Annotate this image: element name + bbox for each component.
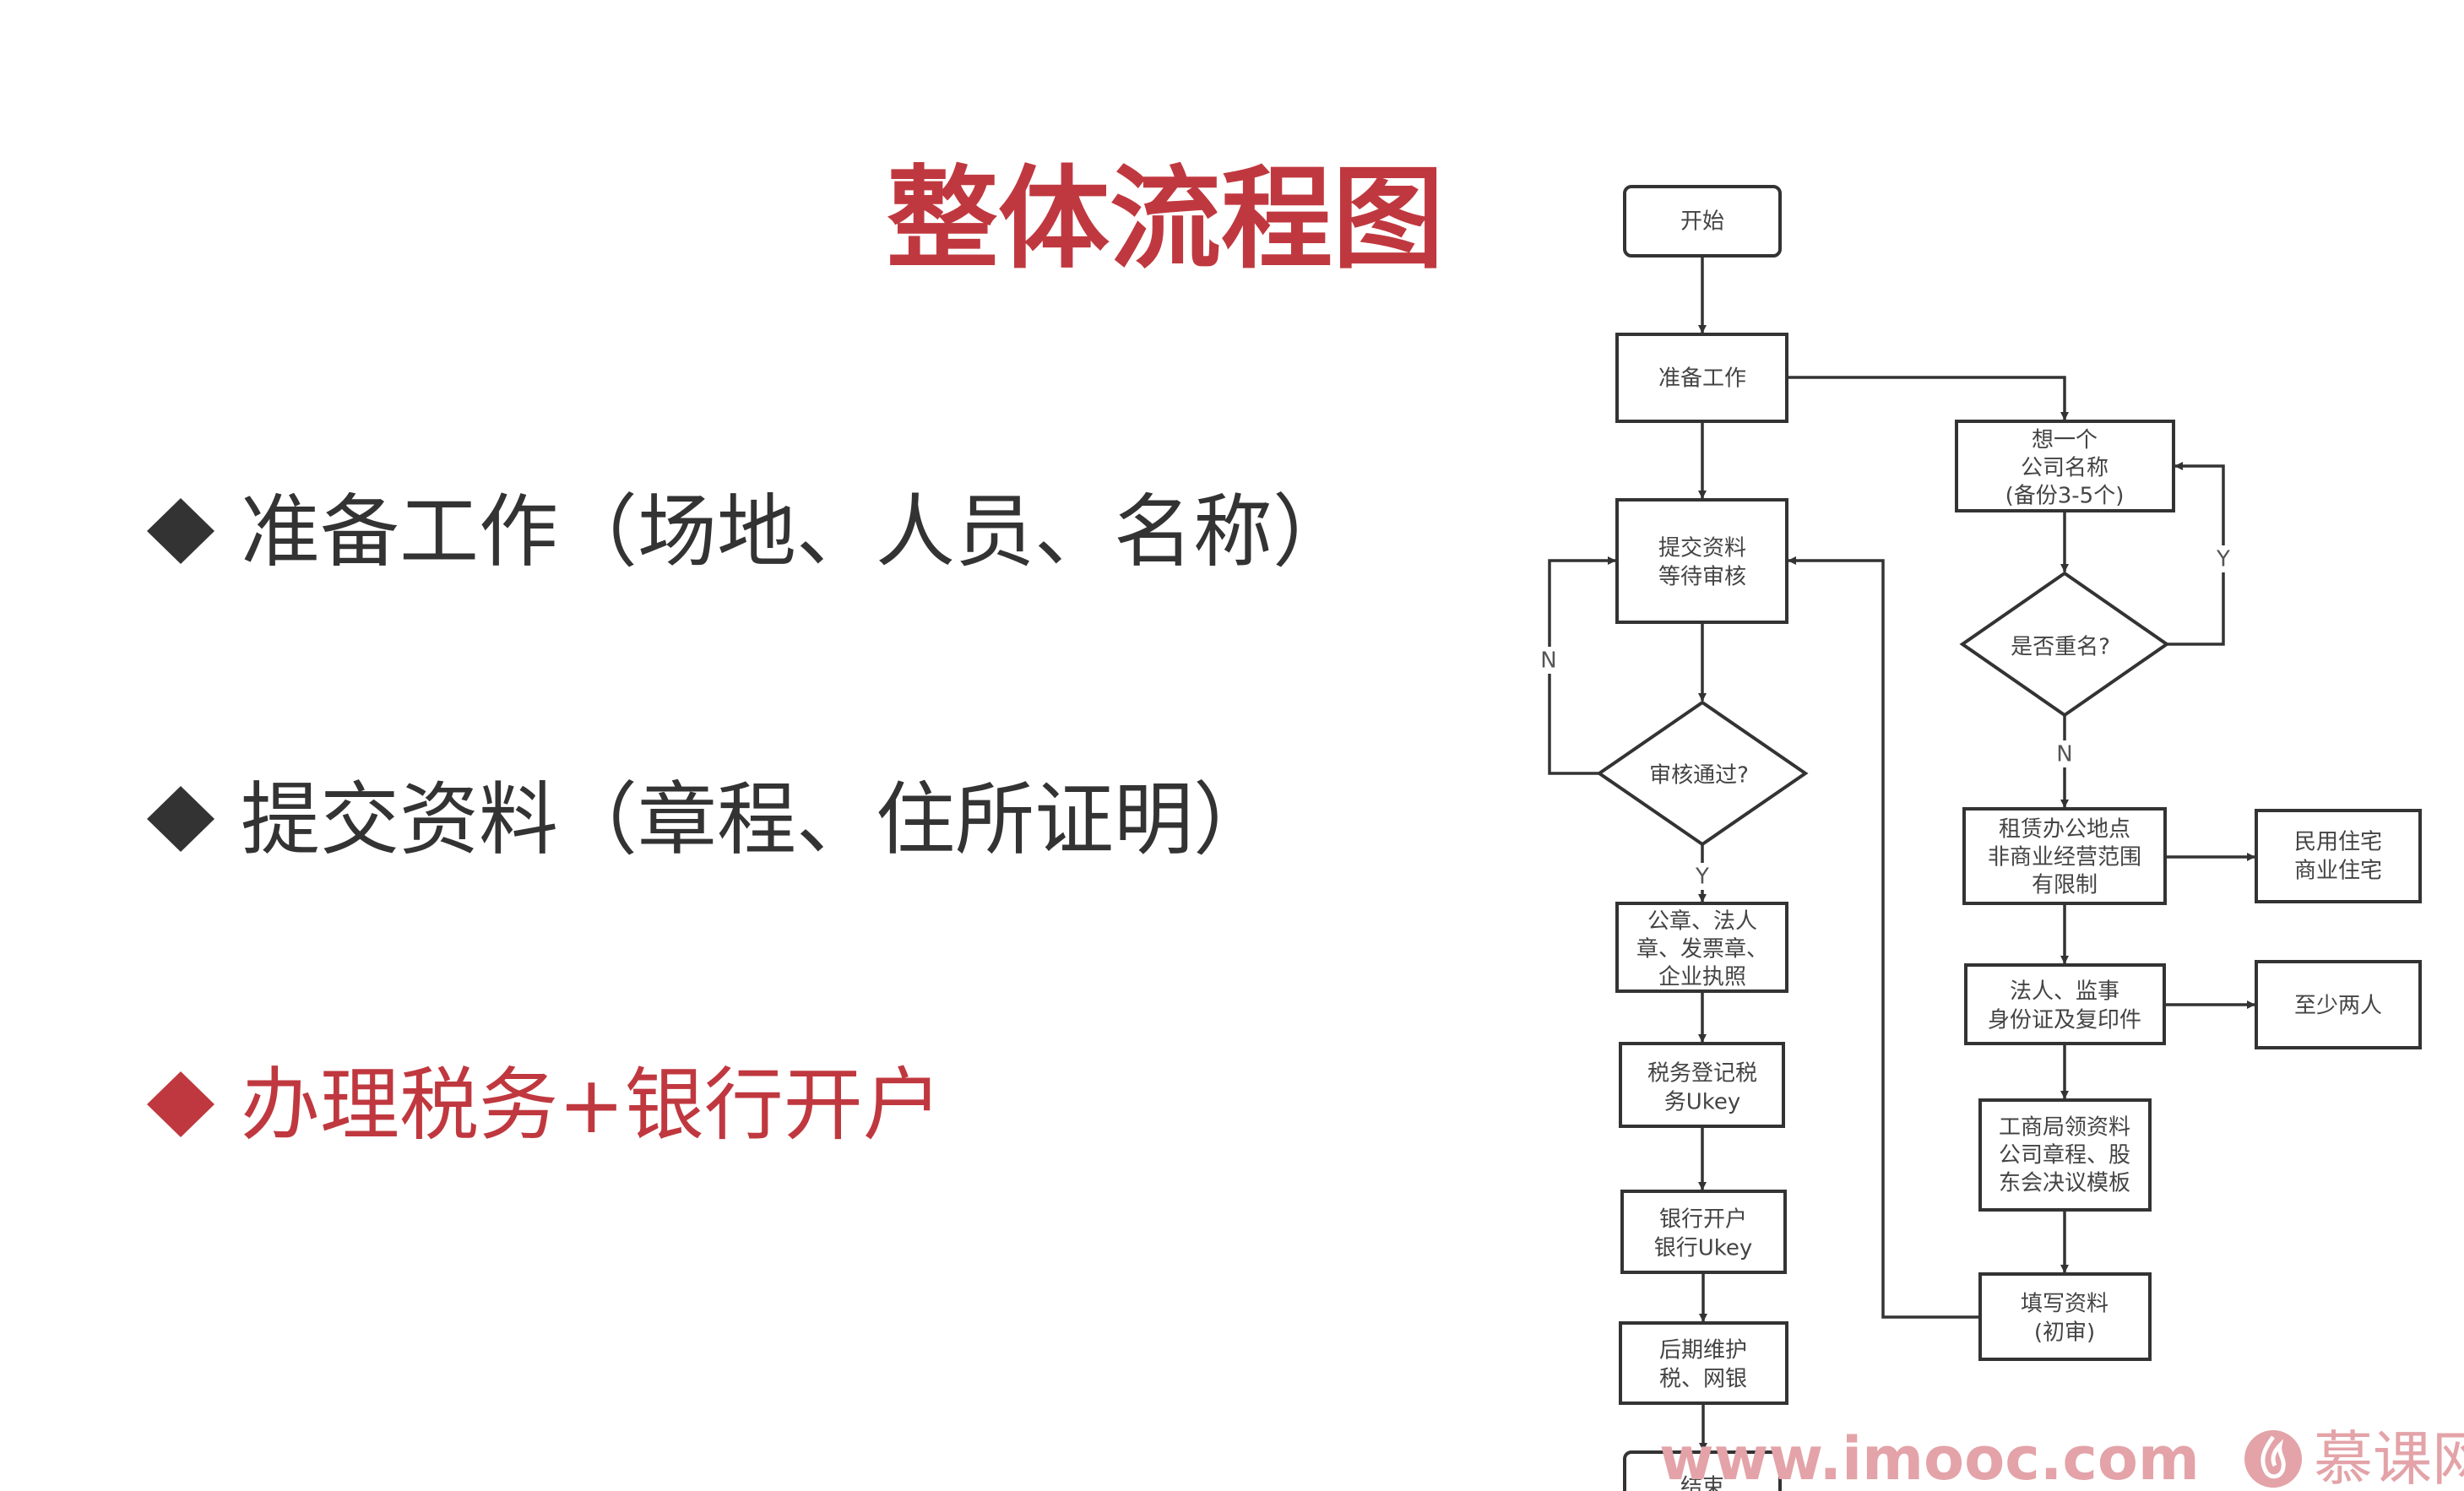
watermark-brand: 慕课网 [2314,1424,2464,1491]
node-text: 开始 [1680,209,1724,235]
node-fill-forms: 填写资料 (初审) [1978,1272,2152,1361]
node-text: 有限制 [2032,873,2098,898]
node-text: 非商业经营范围 [1988,845,2141,870]
node-text: 审核通过? [1649,763,1749,789]
node-text: 章、发票章、 [1636,937,1768,962]
node-text: 身份证及复印件 [1988,1008,2141,1033]
node-duplicate-decision: 是否重名? [1959,571,2170,718]
node-text: 是否重名? [2011,635,2110,660]
node-office: 租赁办公地点 非商业经营范围 有限制 [1962,807,2167,905]
edge-label-yes: Y [1695,865,1709,890]
node-text: 后期维护 [1659,1338,1747,1364]
node-text: 想一个 [2032,428,2098,453]
node-text: 银行开户 [1659,1207,1747,1233]
node-text: 务Ukey [1664,1090,1741,1115]
node-text: 租赁办公地点 [1999,817,2130,843]
node-maintain: 后期维护 税、网银 [1619,1321,1788,1405]
diamond-bullet-icon [147,786,214,852]
bullet-list: 准备工作（场地、人员、名称） 提交资料（章程、住所证明） 办理税务+银行开户 [147,486,1352,1152]
node-text: 法人、监事 [2010,979,2119,1005]
watermark-url: www.imooc.com [1659,1424,2200,1491]
edge-fill-submit [1788,556,1980,1319]
node-text: 公司章程、股 [1999,1143,2130,1168]
diamond-bullet-icon [147,498,214,564]
node-housing: 民用住宅 商业住宅 [2255,809,2422,903]
bullet-item: 准备工作（场地、人员、名称） [241,486,1352,578]
slide-title: 整体流程图 [887,155,1444,285]
node-text: 东会决议模板 [1999,1171,2130,1196]
node-at-least-two: 至少两人 [2255,960,2422,1049]
node-text: 等待审核 [1658,565,1746,590]
node-people: 法人、监事 身份证及复印件 [1964,963,2166,1045]
node-seals: 公章、法人 章、发票章、 企业执照 [1615,902,1788,993]
edge-label-no: N [1540,648,1556,674]
node-text: 结束 [1680,1475,1724,1491]
node-prepare: 准备工作 [1615,333,1788,423]
node-start: 开始 [1623,185,1782,258]
node-text: 公司名称 [2021,456,2109,481]
edge-label-yes: Y [2216,547,2230,572]
bullet-item-highlighted: 办理税务+银行开户 [241,1060,942,1152]
imooc-flame-logo-icon [2244,1430,2302,1488]
node-submit: 提交资料 等待审核 [1615,498,1788,624]
node-bureau: 工商局领资料 公司章程、股 东会决议模板 [1978,1098,2152,1212]
node-tax: 税务登记税 务Ukey [1619,1042,1785,1128]
node-text: 银行Ukey [1654,1236,1753,1261]
node-bank: 银行开户 银行Ukey [1620,1190,1787,1274]
node-text: 准备工作 [1658,366,1746,392]
node-text: 填写资料 [2021,1292,2109,1317]
node-text: 公章、法人 [1647,909,1757,935]
edge-label-no: N [2056,742,2072,767]
node-text: 税务登记税 [1647,1061,1757,1087]
node-text: (备份3-5个) [2005,484,2125,509]
node-end: 结束 [1623,1450,1782,1491]
node-text: 工商局领资料 [1999,1115,2130,1141]
node-text: 商业住宅 [2294,859,2382,884]
node-text: 至少两人 [2294,994,2382,1019]
node-text: 税、网银 [1659,1367,1747,1392]
bullet-item: 提交资料（章程、住所证明） [241,774,1273,866]
node-review-decision: 审核通过? [1596,700,1809,847]
edge-prepare-name [1787,376,2069,420]
node-text: (初审) [2034,1320,2095,1346]
diamond-bullet-icon [147,1071,214,1137]
node-text: 民用住宅 [2294,830,2382,855]
node-company-name: 想一个 公司名称 (备份3-5个) [1955,420,2175,512]
node-text: 提交资料 [1658,536,1746,561]
node-text: 企业执照 [1658,965,1746,990]
